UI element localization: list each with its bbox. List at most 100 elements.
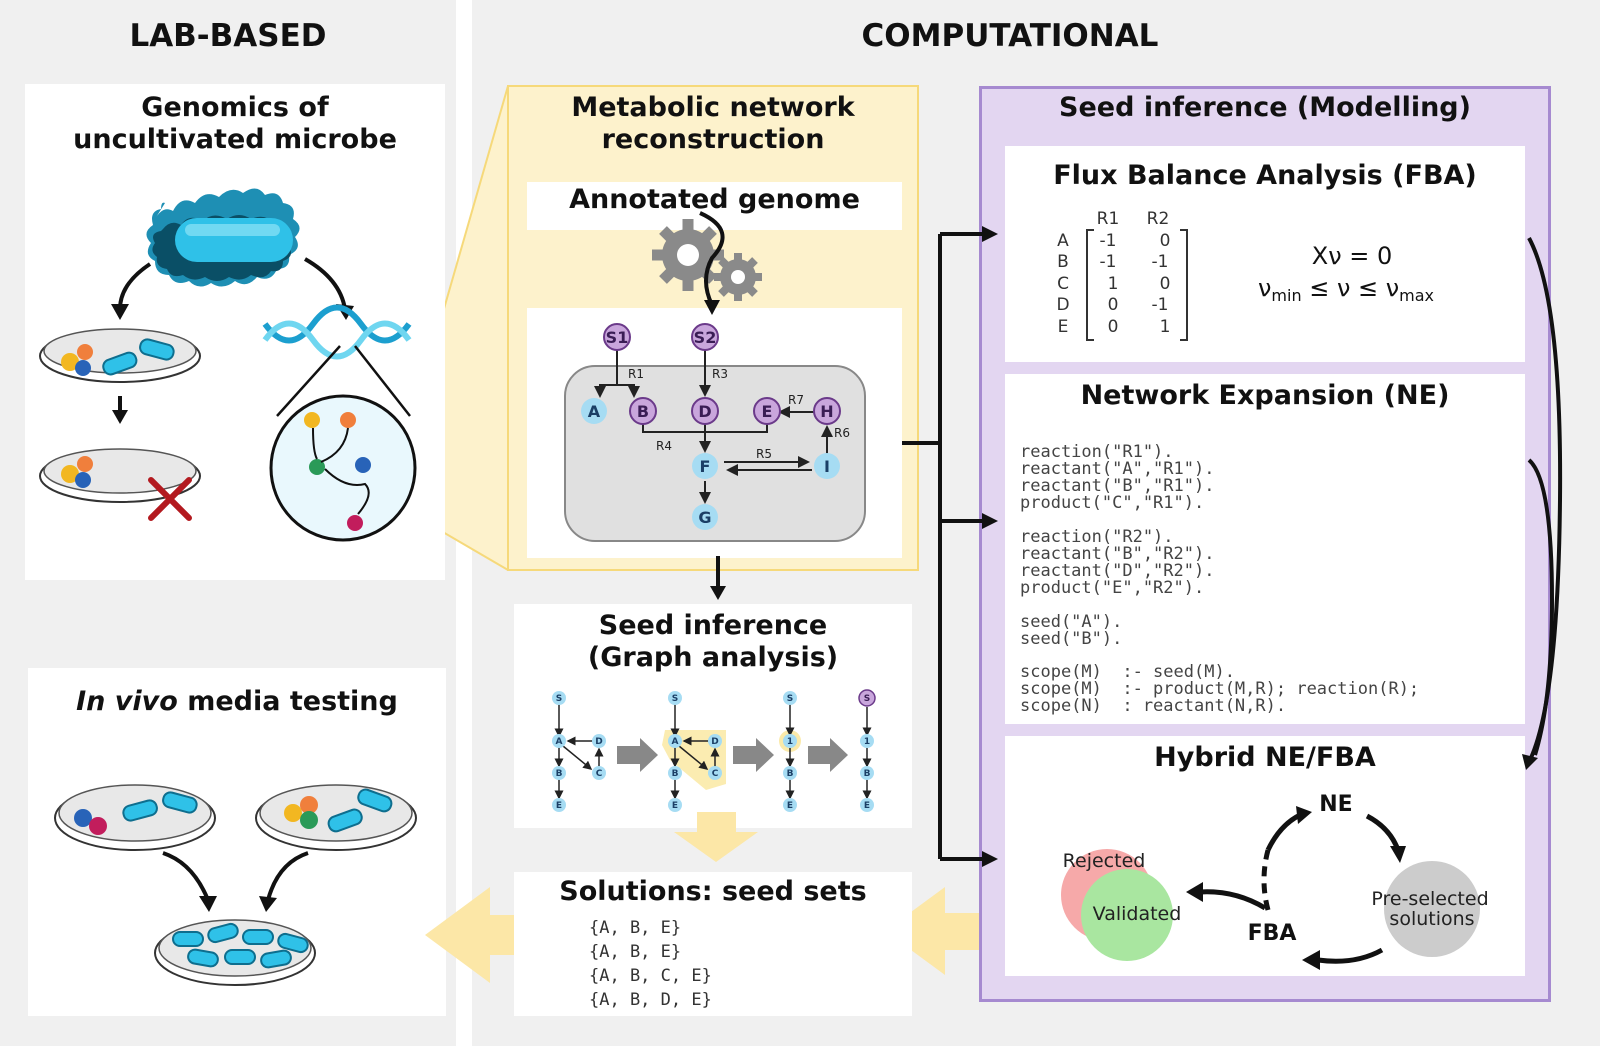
yellow-arrow-left-modelling — [885, 887, 990, 975]
svg-text:A: A — [588, 402, 601, 421]
svg-text:B: B — [672, 769, 679, 779]
svg-text:B: B — [1057, 252, 1069, 272]
svg-text:G: G — [698, 508, 711, 527]
svg-text:A: A — [672, 737, 679, 747]
ne-title: Network Expansion (NE) — [1080, 380, 1450, 411]
ne-code-line-3: reactant("B","R1"). — [1020, 476, 1215, 496]
graph-step-2: S A D C B E — [662, 691, 726, 812]
ne-code-line-10: seed("B"). — [1020, 629, 1123, 649]
cross-icon — [148, 477, 192, 521]
genomics-illustration — [39, 188, 417, 542]
reaction-R1: R1 — [628, 367, 644, 381]
seed-set-2: {A, B, E} — [589, 942, 682, 962]
svg-text:E: E — [556, 801, 562, 811]
graph-step-4: S 1 B E — [858, 689, 876, 812]
svg-text:-1: -1 — [1152, 295, 1169, 315]
graph-analysis-title-line2: (Graph analysis) — [587, 642, 839, 673]
node-S2: S2 — [691, 323, 719, 351]
svg-text:B: B — [787, 769, 794, 779]
svg-text:A: A — [556, 737, 563, 747]
ne-code-line-5: reaction("R2"). — [1020, 527, 1174, 547]
step-arrow-3 — [808, 738, 848, 772]
annotated-genome-label: Annotated genome — [569, 184, 860, 215]
petri-dish-right — [255, 784, 417, 851]
dna-icon — [262, 304, 412, 360]
yellow-arrow-left-solutions — [425, 887, 548, 983]
ne-code-line-13: scope(N) : reactant(N,R). — [1020, 696, 1287, 716]
svg-text:1: 1 — [1108, 274, 1119, 294]
node-I: I — [814, 453, 840, 479]
metabolic-title-line2: reconstruction — [601, 124, 825, 155]
svg-text:B: B — [637, 402, 649, 421]
validated-label: Validated — [1093, 903, 1182, 925]
reaction-R5: R5 — [756, 447, 772, 461]
svg-text:1: 1 — [787, 737, 793, 747]
svg-text:-1: -1 — [1100, 231, 1117, 251]
fba-equation-1: Xν = 0 — [1312, 242, 1392, 270]
node-E: E — [753, 397, 781, 425]
ne-code-line-12: scope(M) :- product(M,R); reaction(R); — [1020, 679, 1420, 699]
in-vivo-illustration — [54, 784, 417, 986]
svg-text:R2: R2 — [1147, 209, 1170, 229]
svg-text:D: D — [1056, 295, 1069, 315]
svg-text:F: F — [700, 457, 711, 476]
svg-text:S: S — [556, 694, 562, 704]
seed-set-1: {A, B, E} — [589, 918, 682, 938]
genomics-title-line2: uncultivated microbe — [73, 124, 397, 155]
yellow-arrow-down — [674, 812, 758, 862]
svg-text:S: S — [787, 694, 793, 704]
hybrid-fba-label: FBA — [1248, 921, 1297, 946]
svg-text:S: S — [672, 694, 678, 704]
svg-text:-1: -1 — [1152, 252, 1169, 272]
node-A: A — [581, 398, 607, 424]
svg-text:E: E — [864, 801, 870, 811]
node-H: H — [813, 397, 841, 425]
ne-code-line-6: reactant("B","R2"). — [1020, 544, 1215, 564]
ne-code-line-9: seed("A"). — [1020, 612, 1123, 632]
svg-text:E: E — [787, 801, 793, 811]
node-D: D — [691, 397, 719, 425]
solutions-panel — [514, 872, 912, 1016]
hybrid-title: Hybrid NE/FBA — [1154, 742, 1376, 773]
svg-text:E: E — [672, 801, 678, 811]
svg-text:S: S — [864, 694, 870, 704]
fba-title: Flux Balance Analysis (FBA) — [1053, 160, 1477, 191]
lab-based-heading: LAB-BASED — [129, 18, 327, 54]
node-B: B — [629, 397, 657, 425]
magnifier-circle — [269, 394, 417, 542]
computational-heading: COMPUTATIONAL — [861, 18, 1159, 54]
ne-code-line-2: reactant("A","R1"). — [1020, 459, 1215, 479]
graph-step-3: S 1 B E — [779, 691, 801, 812]
petri-dish-left — [54, 784, 216, 851]
svg-text:D: D — [711, 737, 718, 747]
hybrid-ne-label: NE — [1319, 792, 1352, 817]
svg-text:C: C — [596, 769, 603, 779]
svg-text:E: E — [1058, 317, 1069, 337]
preselected-label-line2: solutions — [1389, 908, 1474, 930]
seed-set-4: {A, B, D, E} — [589, 990, 712, 1010]
svg-text:-1: -1 — [1100, 252, 1117, 272]
svg-text:0: 0 — [1108, 295, 1119, 315]
svg-text:D: D — [595, 737, 602, 747]
svg-text:1: 1 — [864, 737, 870, 747]
solutions-title: Solutions: seed sets — [559, 876, 867, 907]
genomics-title-line1: Genomics of — [141, 92, 329, 123]
step-arrow-1 — [617, 738, 658, 772]
svg-text:C: C — [1057, 274, 1069, 294]
svg-text:0: 0 — [1160, 231, 1171, 251]
ne-code-line-11: scope(M) :- seed(M). — [1020, 662, 1235, 682]
reaction-R4: R4 — [656, 439, 672, 453]
fba-equation-2: νmin ≤ ν ≤ νmax — [1258, 274, 1434, 305]
ne-code-line-4: product("C","R1"). — [1020, 493, 1205, 513]
svg-text:D: D — [698, 402, 711, 421]
node-F: F — [692, 453, 718, 479]
svg-text:A: A — [1057, 231, 1069, 251]
svg-text:R1: R1 — [1097, 209, 1120, 229]
fba-panel — [1005, 146, 1525, 362]
rejected-label: Rejected — [1063, 850, 1146, 872]
reaction-R3: R3 — [712, 367, 728, 381]
